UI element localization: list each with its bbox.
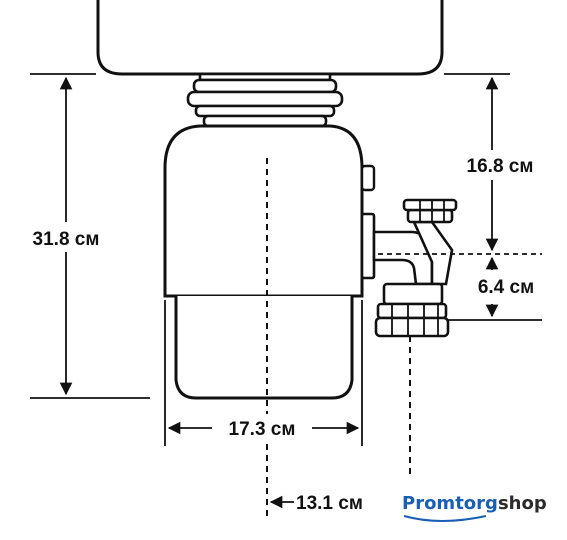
side-switch bbox=[360, 164, 376, 192]
outlet-ribs bbox=[391, 200, 445, 336]
outlet-fitting bbox=[360, 198, 458, 338]
svg-text:Promtorgshop: Promtorgshop bbox=[402, 493, 547, 514]
lower-canister bbox=[174, 296, 354, 400]
body-width-dimension bbox=[164, 300, 363, 446]
motor-housing bbox=[163, 124, 364, 298]
outlet-height-label: 16.8 см bbox=[467, 156, 534, 177]
total-height-label: 31.8 см bbox=[33, 229, 100, 250]
brand-logo-part1: Promtorg bbox=[402, 493, 498, 514]
sink-flange bbox=[186, 72, 344, 128]
outlet-drop-label: 6.4 см bbox=[478, 277, 534, 298]
brand-logo: Promtorgshop bbox=[402, 493, 547, 522]
outlet-drop-dimension bbox=[448, 256, 542, 321]
brand-logo-part2: shop bbox=[498, 493, 547, 514]
outlet-offset-label: 13.1 см bbox=[296, 493, 363, 514]
brand-swoosh bbox=[403, 515, 487, 522]
sink-bowl bbox=[96, 0, 444, 76]
body-width-label: 17.3 см bbox=[229, 419, 296, 440]
